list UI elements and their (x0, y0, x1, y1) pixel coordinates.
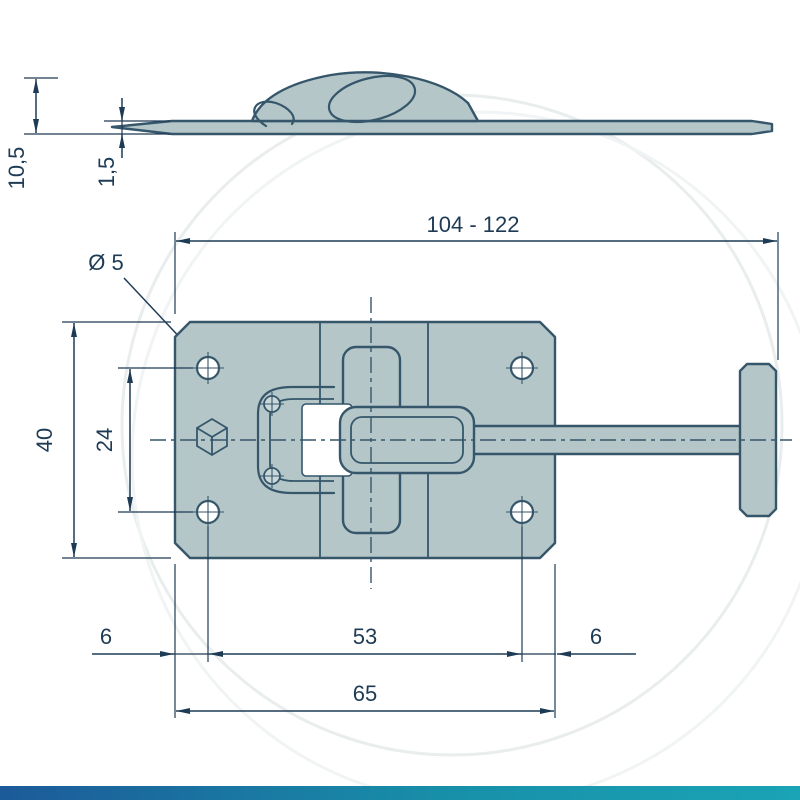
dimension-plate-width: 65 (176, 681, 554, 714)
mounting-holes (192, 352, 538, 528)
dimension-overall-length: 104 - 122 (174, 212, 779, 360)
dimension-label-hole-pitch-vertical: 24 (92, 428, 117, 452)
side-view-spring-clip (250, 71, 480, 123)
side-view-clip-loop (253, 100, 295, 128)
dimension-label-edge-offset-right: 6 (590, 624, 602, 649)
dimension-label-hole-diameter: Ø 5 (88, 250, 123, 275)
dimension-side-height: 10,5 (4, 77, 104, 190)
dimension-plate-height: 40 (32, 321, 171, 559)
side-view-flat-bar (110, 119, 774, 136)
side-view-clip-ring (327, 74, 417, 124)
side-view (110, 71, 774, 136)
dimension-material-thickness: 1,5 (94, 98, 170, 187)
dimension-label-plate-width: 65 (353, 681, 377, 706)
dimension-hole-pitch-vertical: 24 (92, 367, 193, 513)
dimension-label-hole-pitch-horizontal: 53 (353, 624, 377, 649)
hinge-bracket-outer (256, 385, 336, 495)
dimension-bottom-row: 6 53 6 (92, 527, 636, 718)
dimension-label-side-height: 10,5 (4, 147, 29, 190)
dimension-label-overall-length: 104 - 122 (427, 212, 520, 237)
dimension-label-thickness: 1,5 (94, 157, 119, 188)
footer-brand-bar (0, 786, 800, 800)
front-view (150, 297, 792, 589)
dimension-label-plate-height: 40 (32, 428, 57, 452)
dimension-label-edge-offset-left: 6 (100, 624, 112, 649)
